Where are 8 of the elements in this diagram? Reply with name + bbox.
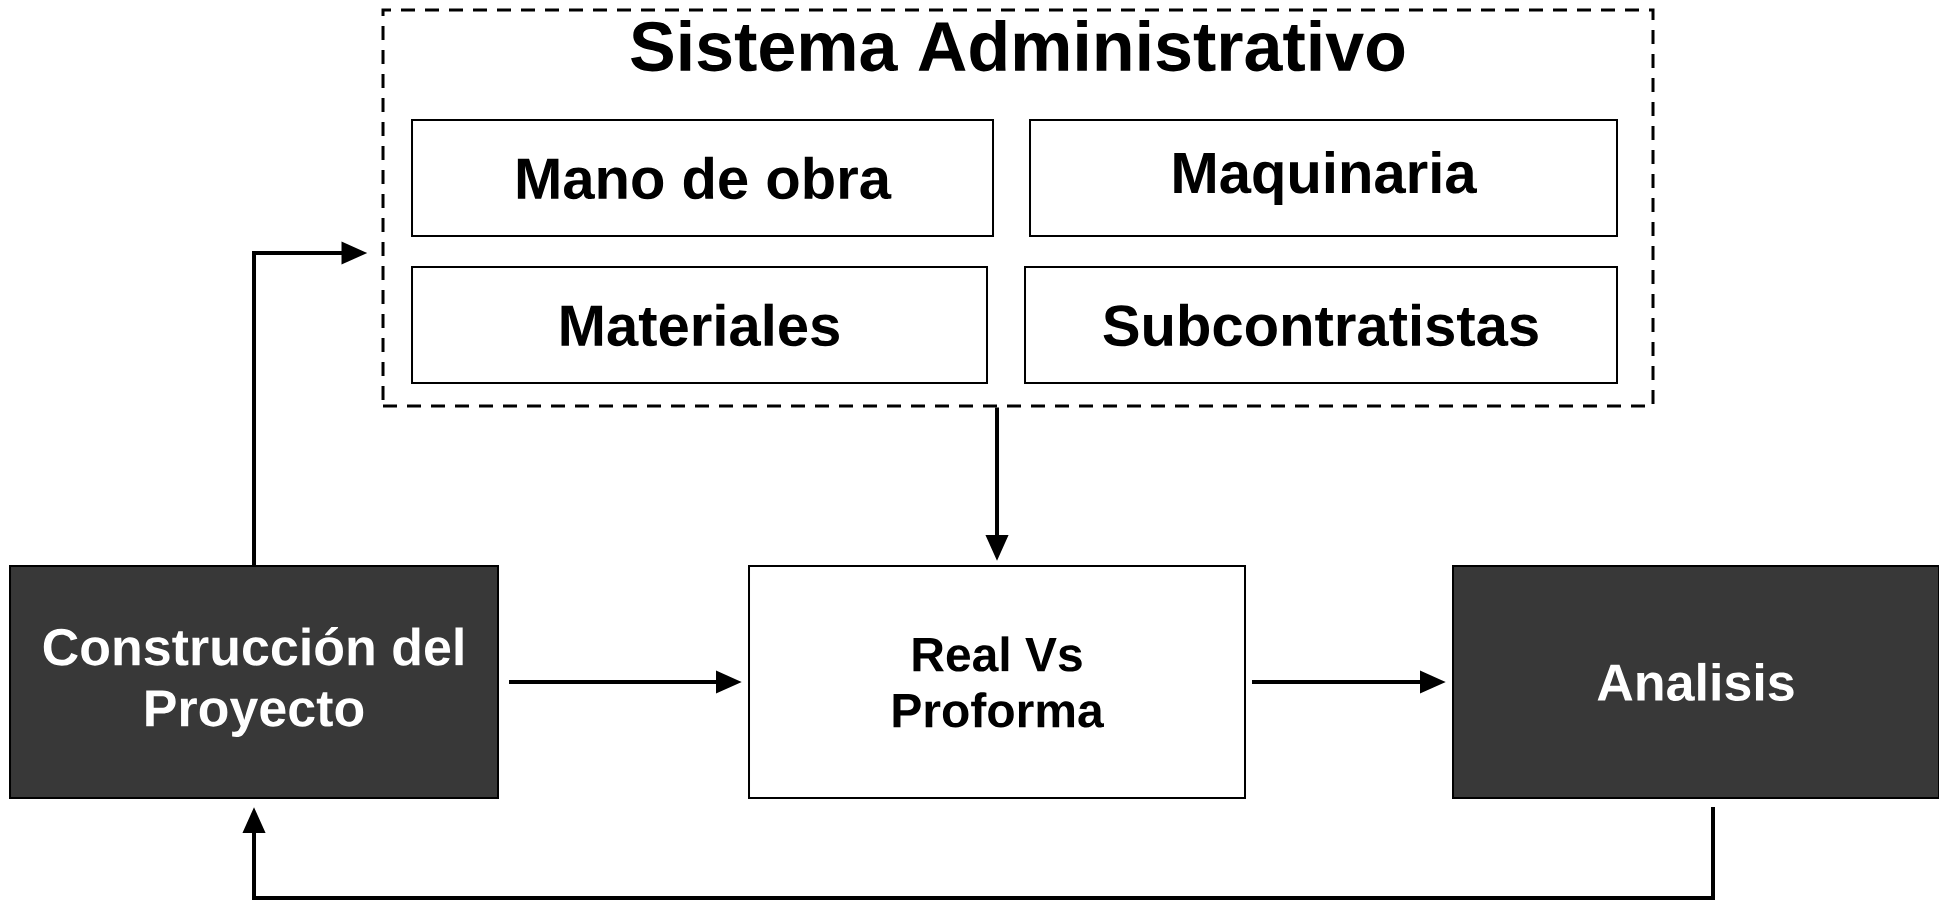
process-box: Analisis (1452, 565, 1939, 799)
process-box: Construcción del Proyecto (9, 565, 499, 799)
component-box: Mano de obra (411, 119, 994, 237)
component-box: Materiales (411, 266, 988, 384)
arrow (242, 807, 1715, 900)
component-box: Maquinaria (1029, 119, 1618, 237)
component-box: Subcontratistas (1024, 266, 1618, 384)
process-box: Real Vs Proforma (748, 565, 1246, 799)
